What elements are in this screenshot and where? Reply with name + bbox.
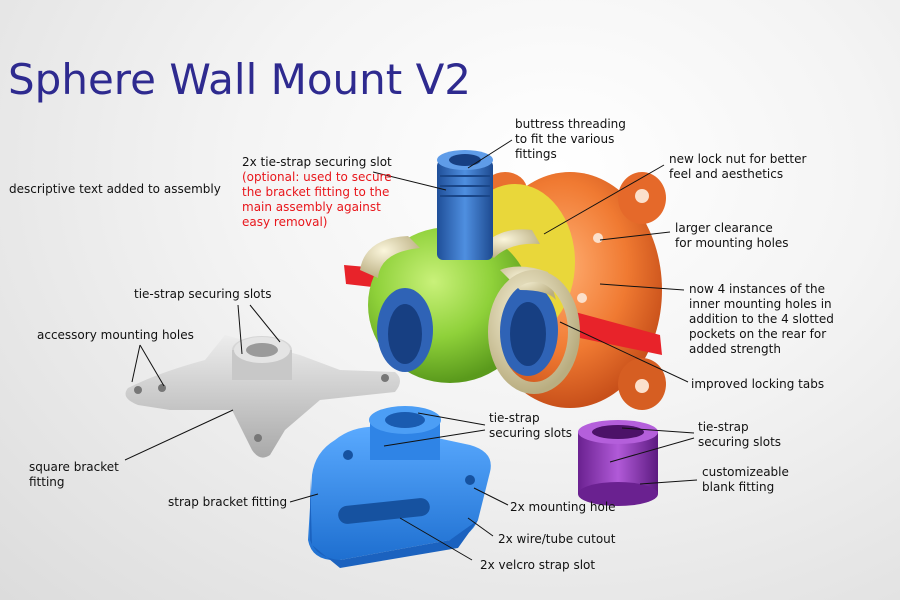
label-line: buttress threading (515, 117, 626, 131)
descriptive-text-label: descriptive text added to assembly (9, 182, 221, 196)
label-line: square bracket (29, 460, 119, 474)
mounting-hole-label: 2x mounting hole (510, 500, 616, 514)
label-line: addition to the 4 slotted (689, 312, 834, 326)
locking-tabs-label: improved locking tabs (691, 377, 825, 391)
label-line: to fit the various (515, 132, 615, 146)
label-line: feel and aesthetics (669, 167, 784, 181)
page-title: Sphere Wall Mount V2 (8, 55, 472, 104)
square-slots-label: tie-strap securing slots (134, 287, 272, 301)
label-line: added strength (689, 342, 781, 356)
clearance-label: larger clearance for mounting holes (675, 221, 789, 251)
leader-lines (124, 139, 698, 561)
tie-strap-slot-note-line: the bracket fitting to the (242, 185, 390, 199)
clamp-rings (360, 229, 580, 394)
tie-strap-slot-note-line: easy removal) (242, 215, 328, 229)
label-line: inner mounting holes in (689, 297, 832, 311)
wire-tube-label: 2x wire/tube cutout (498, 532, 616, 546)
label-line: customizeable (702, 465, 789, 479)
locking-tab-right (575, 312, 662, 355)
tie-strap-slot-note-line: main assembly against (242, 200, 381, 214)
blank-fitting (578, 420, 658, 506)
square-bracket (125, 335, 401, 458)
tie-strap-slot-label: 2x tie-strap securing slot (optional: us… (242, 155, 392, 230)
label-line: pockets on the rear for (689, 327, 827, 341)
square-bracket-label: square bracket fitting (29, 460, 119, 490)
label-line: securing slots (489, 426, 573, 440)
label-line: blank fitting (702, 480, 775, 494)
label-line: tie-strap (698, 420, 749, 434)
label-line: for mounting holes (675, 236, 789, 250)
label-line: larger clearance (675, 221, 773, 235)
strap-slots-label: tie-strap securing slots (489, 411, 572, 441)
label-line: now 4 instances of the (689, 282, 826, 296)
blank-fitting-label: customizeable blank fitting (702, 465, 789, 495)
buttress-threading-label: buttress threading to fit the various fi… (515, 117, 626, 162)
velcro-slot-label: 2x velcro strap slot (480, 558, 596, 572)
lock-nut-label: new lock nut for better feel and aesthet… (669, 152, 806, 182)
tie-strap-slot-note-line: (optional: used to secure (242, 170, 392, 184)
inner-holes-label: now 4 instances of the inner mounting ho… (689, 282, 834, 357)
strap-bracket-label: strap bracket fitting (168, 495, 288, 509)
label-line: fittings (515, 147, 557, 161)
threaded-fitting (437, 150, 493, 260)
strap-bracket (308, 406, 491, 568)
label-line: fitting (29, 475, 65, 489)
blank-slots-label: tie-strap securing slots (698, 420, 781, 450)
tie-strap-slot-main: 2x tie-strap securing slot (242, 155, 392, 169)
label-line: new lock nut for better (669, 152, 807, 166)
label-line: securing slots (698, 435, 782, 449)
sphere-body (368, 227, 558, 383)
label-line: tie-strap (489, 411, 540, 425)
accessory-holes-label: accessory mounting holes (37, 328, 194, 342)
